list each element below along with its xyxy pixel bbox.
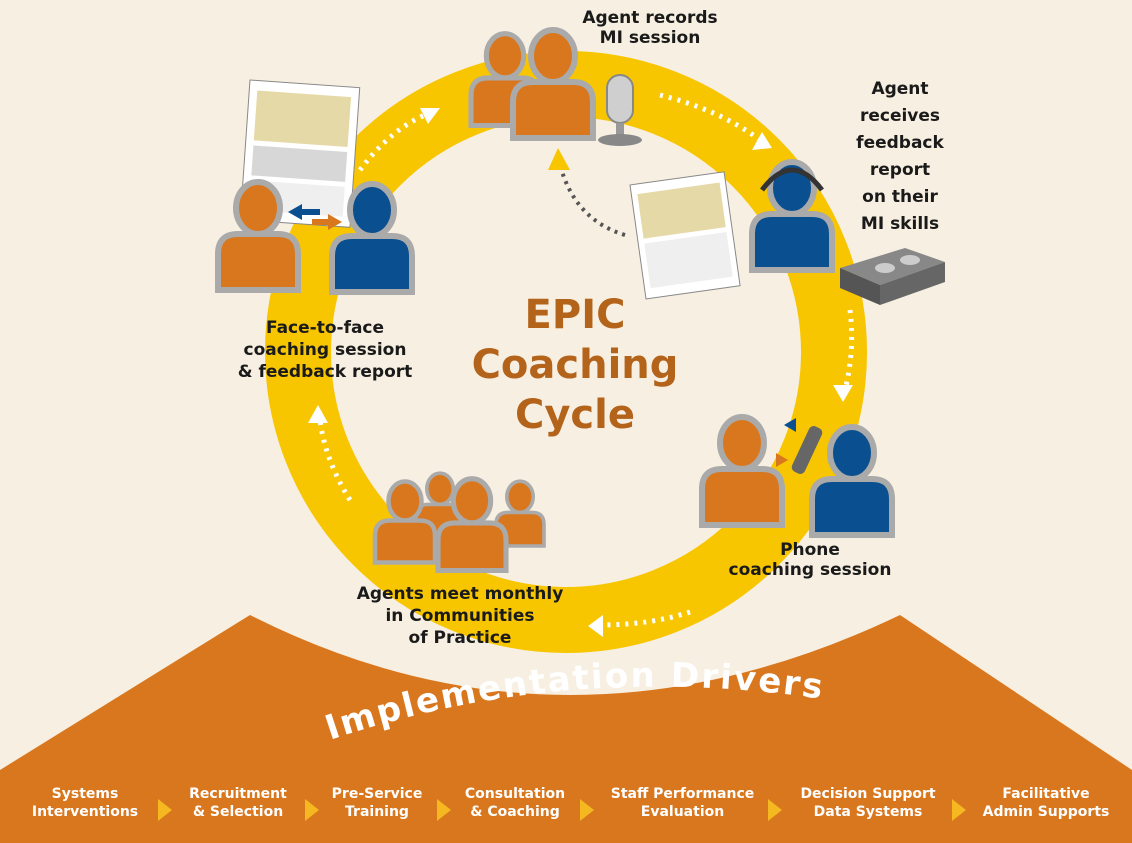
driver-item: Recruitment & Selection [189, 786, 287, 820]
driver-item: Facilitative Admin Supports [982, 786, 1110, 820]
mixer-icon [840, 248, 945, 305]
driver-chevron-icon [580, 799, 594, 821]
phone-arrow-blue [784, 418, 796, 432]
driver-chevron-icon [768, 799, 782, 821]
headphones-icon [760, 167, 824, 192]
driver-chevron-icon [437, 799, 451, 821]
title-line-3: Cycle [515, 392, 635, 438]
stage-feedback-label: Agent receives feedback report on their … [856, 79, 944, 234]
driver-item: Systems Interventions [31, 786, 139, 820]
driver-chevron-icon [305, 799, 319, 821]
driver-item: Pre-Service Training [331, 786, 423, 820]
return-arrowhead [548, 148, 570, 170]
microphone-icon [598, 74, 642, 146]
driver-chevron-icon [158, 799, 172, 821]
return-arrow [558, 164, 626, 237]
drivers-mountain [0, 615, 1132, 843]
exchange-arrow-blue [288, 204, 320, 220]
stage-face-label: Face-to-face coaching session & feedback… [237, 318, 413, 382]
ring-arrowheads [308, 108, 853, 637]
community-group [375, 471, 546, 570]
ring-arrows [317, 92, 855, 628]
stage-record-label: Agent records MI session [582, 8, 718, 48]
phone-icon [791, 426, 823, 474]
cycle-title: EPIC Coaching Cycle [470, 290, 680, 440]
report-document-icon [629, 171, 741, 300]
stage-phone-label: Phone coaching session [728, 540, 892, 580]
implementation-drivers-row: Systems Interventions Recruitment & Sele… [0, 775, 1132, 843]
exchange-arrow-orange [312, 214, 342, 230]
driver-item: Staff Performance Evaluation [610, 786, 755, 820]
title-line-1: EPIC [524, 292, 626, 338]
stage-communities-label: Agents meet monthly in Communities of Pr… [356, 584, 564, 648]
phone-agent-orange [702, 417, 782, 525]
driver-item: Decision Support Data Systems [800, 786, 936, 820]
driver-chevron-icon [952, 799, 966, 821]
phone-arrow-orange [776, 453, 788, 467]
driver-item: Consultation & Coaching [464, 786, 566, 820]
title-line-2: Coaching [471, 342, 679, 388]
